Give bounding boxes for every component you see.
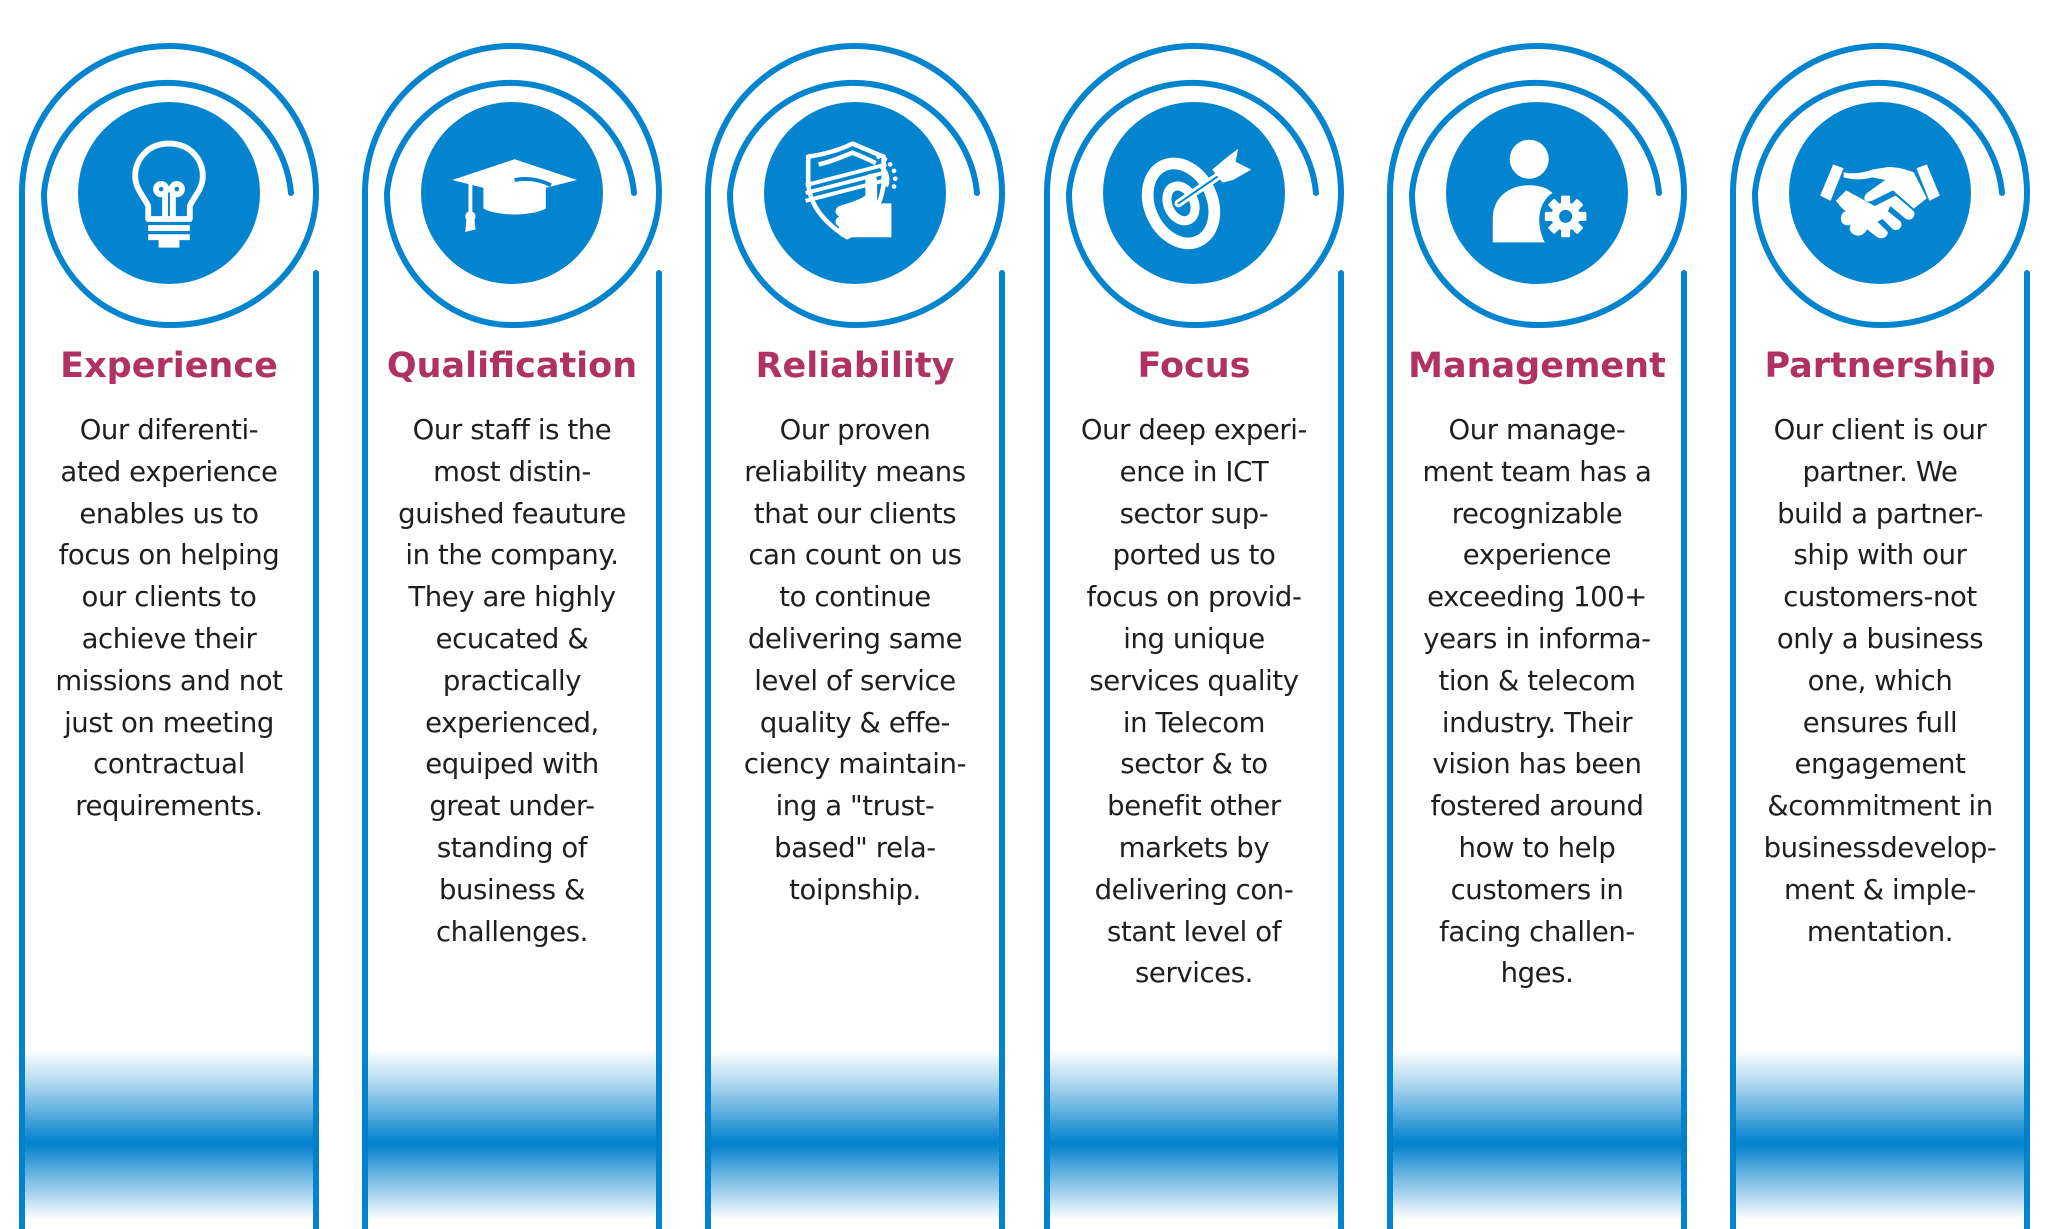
pillar-management: Management Our manage- ment team has a r… — [1387, 0, 1688, 1229]
pillar-partnership: Partnership Our client is our partner. W… — [1730, 0, 2031, 1229]
icon-disc — [764, 102, 946, 284]
pillar-description: Our manage- ment team has a recognizable… — [1422, 414, 1652, 990]
icon-disc — [1789, 102, 1971, 284]
pillar-title: Qualification — [386, 346, 638, 386]
bottom-gradient — [1730, 1050, 2030, 1220]
bottom-gradient — [362, 1050, 662, 1220]
pillar-title: Experience — [60, 346, 278, 386]
pillar-title: Reliability — [755, 346, 955, 386]
pillar-focus: Focus Our deep experi- ence in ICT secto… — [1044, 0, 1345, 1229]
pillar-reliability: Reliability Our proven reliability means… — [705, 0, 1006, 1229]
pillar-description: Our client is our partner. We build a pa… — [1763, 414, 1997, 948]
icon-disc — [421, 102, 603, 284]
pillar-title: Partnership — [1764, 346, 1996, 386]
graduation-cap-icon — [452, 159, 577, 232]
bottom-gradient — [1387, 1050, 1687, 1220]
pillar-experience: Experience Our diferenti- ated experienc… — [19, 0, 320, 1229]
bottom-gradient — [1044, 1050, 1344, 1220]
pillar-description: Our staff is the most distin- guished fe… — [398, 414, 626, 948]
handshake-icon — [1820, 164, 1940, 239]
pillar-description: Our diferenti- ated experience enables u… — [55, 414, 283, 823]
pillar-qualification: Qualification Our staff is the most dist… — [362, 0, 663, 1229]
icon-disc — [1103, 102, 1285, 284]
shield-thumbs-up-icon — [805, 141, 898, 240]
pillar-title: Management — [1408, 346, 1666, 386]
bottom-gradient — [705, 1050, 1005, 1220]
target-arrow-icon — [1141, 148, 1252, 250]
icon-disc — [78, 102, 260, 284]
pillar-description: Our deep experi- ence in ICT sector sup-… — [1080, 414, 1308, 990]
lightbulb-icon — [132, 140, 206, 248]
bottom-gradient — [19, 1050, 319, 1220]
user-gear-icon — [1492, 139, 1588, 243]
icon-disc — [1446, 102, 1628, 284]
pillar-description: Our proven reliability means that our cl… — [743, 414, 967, 906]
pillar-title: Focus — [1137, 346, 1251, 386]
